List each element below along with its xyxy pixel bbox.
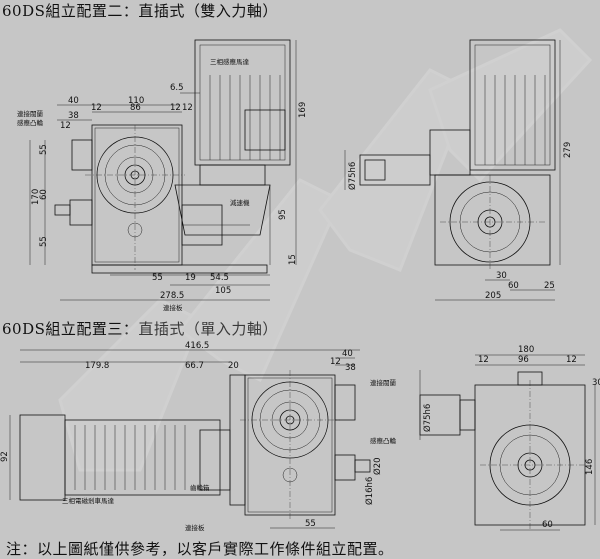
footnote: 注：以上圖紙僅供參考，以客戶實際工作條件組立配置。 — [6, 540, 394, 558]
dim-278-5: 278.5 — [160, 291, 184, 301]
connector-plate-label: 連接板 — [163, 303, 183, 312]
dim-phi75: Ø75h6 — [347, 162, 358, 190]
motor-top-label: 三相感應馬達 — [210, 57, 250, 66]
dim-phi16: Ø16h6 — [364, 477, 375, 505]
dim-55c: 55 — [152, 273, 163, 283]
coupling-label: 連接閥蘭 — [17, 109, 44, 118]
connector-plate2-label: 連接板 — [185, 523, 205, 532]
dim-12d: 12 — [60, 121, 71, 131]
dim-phi75-br: Ø75h6 — [422, 404, 433, 432]
dim-60: 60 — [39, 189, 49, 200]
gear-box — [229, 374, 246, 506]
cam-label: 感應凸輪 — [17, 118, 44, 127]
dim-30-br: 30 — [592, 378, 600, 388]
dim-12b: 12 — [170, 103, 181, 113]
dim-416-5: 416.5 — [185, 341, 209, 351]
connector-plate — [91, 264, 268, 274]
dim-55a: 55 — [39, 144, 49, 155]
indexer-body — [91, 124, 183, 266]
dim-30: 30 — [496, 271, 507, 281]
dim-54-5: 54.5 — [210, 273, 229, 283]
bottom-right-view: 180 12 96 12 30 Ø75h6 146 60 — [419, 345, 600, 531]
bottom-left-view: 三相電磁剎車馬達 齒輪箱 連接板 連接閥蘭 感應凸輪 — [0, 341, 397, 532]
dim-180: 180 — [518, 345, 534, 355]
dim-38: 38 — [68, 111, 79, 121]
dim-55b: 55 — [39, 236, 49, 247]
dim-170: 170 — [31, 189, 41, 205]
dim-38-bl: 38 — [345, 363, 356, 373]
dim-12a-br: 12 — [478, 355, 489, 365]
dim-95: 95 — [278, 209, 288, 220]
dim-279: 279 — [563, 142, 573, 158]
dim-60-br: 60 — [542, 520, 553, 530]
dim-40: 40 — [68, 96, 79, 106]
dim-25: 25 — [544, 281, 555, 291]
dim-40-bl: 40 — [342, 349, 353, 359]
dim-96: 96 — [518, 355, 529, 365]
cam2-label: 感應凸輪 — [370, 436, 397, 445]
dim-86: 86 — [130, 103, 141, 113]
dim-12b-br: 12 — [566, 355, 577, 365]
config3-title: 60DS組立配置三：直插式（單入力軸） — [2, 318, 278, 339]
config2-title: 60DS組立配置二：直插式（雙入力軸） — [2, 2, 278, 20]
dim-15: 15 — [288, 254, 298, 265]
top-left-view: 三相感應馬達 減速機 連接閥蘭 感應凸輪 連 — [17, 39, 308, 312]
dim-12a: 12 — [91, 103, 102, 113]
dim-12c: 12 — [182, 103, 193, 113]
dim-179-8: 179.8 — [85, 361, 109, 371]
dim-146: 146 — [585, 459, 595, 475]
motor-bottom-label: 三相電磁剎車馬達 — [62, 496, 115, 505]
indexer-side — [434, 174, 551, 266]
dim-19: 19 — [185, 273, 196, 283]
brake-motor — [19, 414, 66, 501]
dim-6-5: 6.5 — [170, 83, 184, 93]
dim-20-bl: 20 — [228, 361, 239, 371]
dim-205: 205 — [485, 291, 501, 301]
dim-phi20: Ø20 — [372, 457, 383, 475]
dim-12-bl: 12 — [330, 357, 341, 367]
dim-110: 110 — [128, 96, 144, 106]
dim-66-7: 66.7 — [185, 361, 204, 371]
coupling2-label: 連接閥蘭 — [370, 378, 397, 387]
gear-label: 齒輪箱 — [190, 483, 210, 492]
reducer-label: 減速機 — [230, 198, 250, 207]
dim-60-tr: 60 — [508, 281, 519, 291]
top-right-view: Ø75h6 279 30 60 25 205 — [344, 39, 573, 301]
dim-55-bl: 55 — [305, 519, 316, 529]
dim-169: 169 — [298, 102, 308, 118]
motor-side — [469, 39, 556, 171]
dim-92: 92 — [0, 451, 10, 462]
dim-105: 105 — [215, 286, 231, 296]
